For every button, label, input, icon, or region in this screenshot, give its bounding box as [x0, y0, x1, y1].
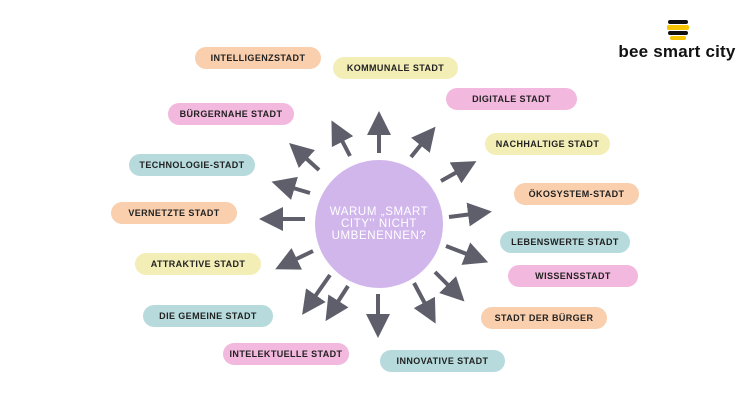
label-buergernahe-stadt: BÜRGERNAHE STADT [168, 103, 294, 125]
bee-hive-icon [667, 20, 689, 40]
label-stadt-der-buerger: STADT DER BÜRGER [481, 307, 607, 329]
arrow-up-right [409, 126, 436, 159]
arrow-down-left [325, 284, 350, 322]
arrow-right-up [448, 202, 492, 227]
brand-logo: bee smart city [612, 20, 742, 68]
label-digitale-stadt: DIGITALE STADT [446, 88, 577, 110]
label-die-gemeine-stadt: DIE GEMEINE STADT [143, 305, 273, 327]
label-oekosystem-stadt: ÖKOSYSTEM-STADT [514, 183, 639, 205]
arrow-lower-right [433, 270, 465, 302]
label-innovative-stadt: INNOVATIVE STADT [380, 350, 505, 372]
arrow-up-left [331, 120, 354, 157]
label-wissensstadt: WISSENSSTADT [508, 265, 638, 287]
label-intelligenzstadt: INTELLIGENZSTADT [195, 47, 321, 69]
arrow-lower-left [302, 273, 332, 315]
label-intelektuelle-stadt: INTELEKTUELLE STADT [223, 343, 349, 365]
center-question: WARUM „SMART CITY'' NICHT UMBENENNEN? [329, 206, 429, 242]
center-circle: WARUM „SMART CITY'' NICHT UMBENENNEN? [315, 160, 443, 288]
label-vernetzte-stadt: VERNETZTE STADT [111, 202, 237, 224]
label-technologie-stadt: TECHNOLOGIE-STADT [129, 154, 255, 176]
arrow-upper-left [289, 142, 321, 172]
label-attraktive-stadt: ATTRAKTIVE STADT [135, 253, 261, 275]
label-lebenswerte-stadt: LEBENSWERTE STADT [500, 231, 630, 253]
arrow-left-down [275, 247, 314, 270]
arrow-left-up [271, 176, 311, 200]
arrow-upper-right [440, 161, 477, 184]
label-nachhaltige-stadt: NACHHALTIGE STADT [485, 133, 610, 155]
label-kommunale-stadt: KOMMUNALE STADT [333, 57, 458, 79]
brand-name: bee smart city [618, 42, 736, 61]
arrow-down-right [412, 282, 436, 324]
arrow-right-down [445, 242, 489, 265]
